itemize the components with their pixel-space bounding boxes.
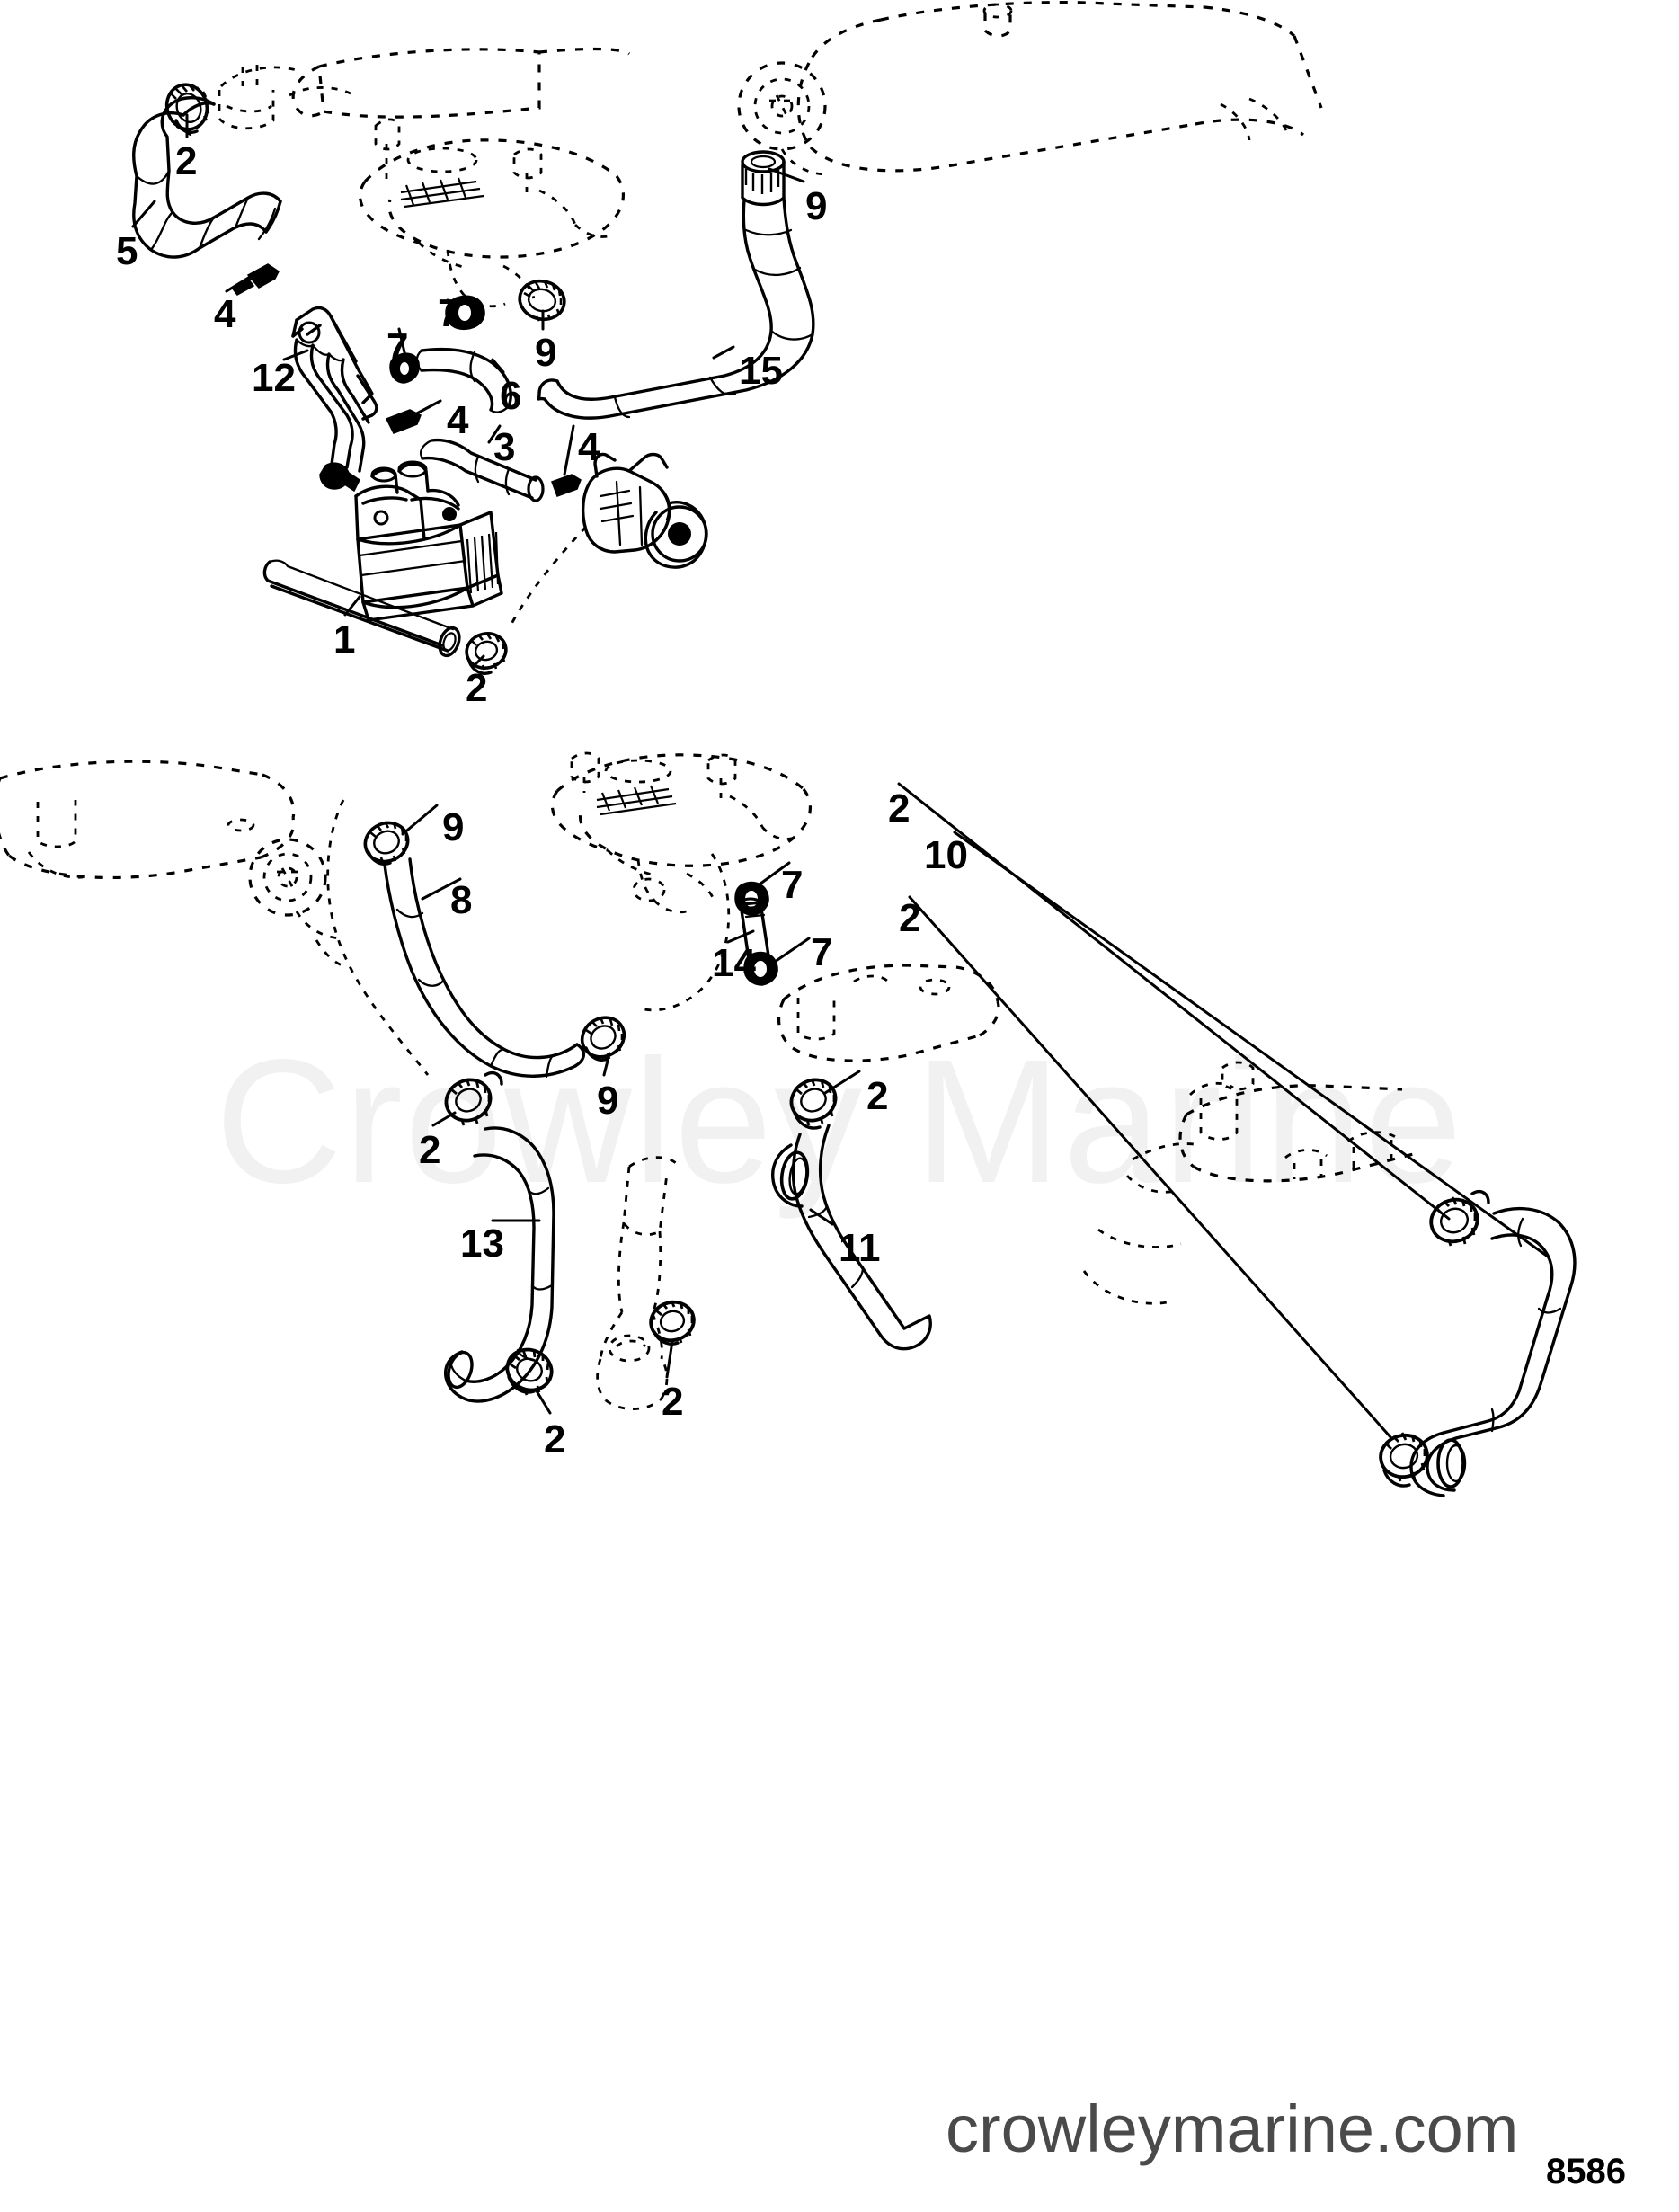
callout-7-lower2[interactable]: 7 xyxy=(811,930,833,974)
hose-clamp-part-2-bottom2 xyxy=(649,1300,696,1346)
callout-9-left[interactable]: 9 xyxy=(442,805,465,849)
hose-part-8 xyxy=(383,857,585,1079)
fuel-cooler-assembly xyxy=(354,460,503,622)
hose-part-5 xyxy=(132,96,282,259)
fitting-part-4-middle xyxy=(385,409,422,434)
callout-14[interactable]: 14 xyxy=(712,941,756,985)
hose-clamp-part-9-upper xyxy=(518,279,566,322)
footer-website-url[interactable]: crowleymarine.com xyxy=(946,2092,1519,2166)
hose-part-11 xyxy=(771,1124,932,1351)
hose-clamp-part-2-topleft xyxy=(164,83,210,137)
watermark-crowley-marine: Crowley Marine xyxy=(215,1023,1464,1220)
exhaust-elbow-lower-right-reference xyxy=(777,964,1000,1062)
hose-clamp-part-2-bottomright xyxy=(789,1078,838,1130)
hose-clamp-part-9-lowerleft xyxy=(363,821,410,866)
exhaust-elbow-lower-left-reference xyxy=(0,760,348,969)
callout-9-mid[interactable]: 9 xyxy=(597,1079,619,1123)
hose-clamp-part-2-middle xyxy=(465,632,508,675)
hose-clamp-part-2-right-upper xyxy=(1429,1189,1490,1247)
diagram-number: 8586 xyxy=(1546,2152,1626,2191)
callout-13[interactable]: 13 xyxy=(460,1221,504,1266)
callout-7-left[interactable]: 7 xyxy=(386,325,409,369)
hose-part-3 xyxy=(420,438,545,502)
hose-clamp-part-2-bottomleft xyxy=(444,1070,503,1126)
callout-5[interactable]: 5 xyxy=(116,229,138,273)
callout-2-bottom2[interactable]: 2 xyxy=(662,1380,684,1424)
callout-4-upper[interactable]: 4 xyxy=(214,292,236,336)
callout-15[interactable]: 15 xyxy=(739,349,783,393)
exhaust-manifold-upper-right-reference xyxy=(737,0,1323,176)
callout-2-mid[interactable]: 2 xyxy=(466,666,488,710)
fitting-part-4-upper xyxy=(230,263,280,296)
hose-part-6 xyxy=(415,347,512,413)
callout-4-mid[interactable]: 4 xyxy=(447,398,469,442)
leader-lines xyxy=(131,113,1550,1440)
pulley-flange-reference xyxy=(737,61,827,151)
hose-clamp-part-9-topright xyxy=(741,150,786,207)
hose-clamp-part-2-right-lower xyxy=(1379,1432,1429,1488)
callout-12[interactable]: 12 xyxy=(252,356,296,400)
pulley-flange-lower-reference xyxy=(248,838,327,917)
exhaust-pipe-right-reference xyxy=(1082,1061,1421,1305)
routing-line-pump-to-cooler xyxy=(507,526,588,630)
exhaust-elbow-upper-left-reference xyxy=(218,47,630,130)
intake-manifold-lower-reference xyxy=(550,751,813,914)
thermostat-housing-lower-reference xyxy=(596,1156,677,1410)
callout-2-right[interactable]: 2 xyxy=(888,786,911,831)
callout-2-topleft[interactable]: 2 xyxy=(175,139,198,183)
callout-2-botright[interactable]: 2 xyxy=(866,1074,889,1118)
hose-clamp-part-7-left xyxy=(389,352,421,384)
callout-11[interactable]: 11 xyxy=(839,1226,881,1270)
hose-clamp-part-7-lower-lower xyxy=(743,951,778,986)
callout-2-botleft[interactable]: 2 xyxy=(419,1128,441,1172)
routing-line-lower-left xyxy=(326,799,430,1076)
callout-3[interactable]: 3 xyxy=(493,425,516,469)
hose-part-15 xyxy=(537,196,815,420)
callout-6[interactable]: 6 xyxy=(500,374,522,418)
callout-8[interactable]: 8 xyxy=(450,878,473,922)
callout-2-bottom[interactable]: 2 xyxy=(544,1417,566,1461)
callout-9-upper[interactable]: 9 xyxy=(535,331,557,375)
callout-1[interactable]: 1 xyxy=(333,617,356,662)
intake-manifold-upper-reference xyxy=(358,118,626,308)
routing-line-lower-center xyxy=(639,853,731,1012)
callout-4-right[interactable]: 4 xyxy=(578,425,600,469)
callout-10[interactable]: 10 xyxy=(924,833,968,877)
callout-9-topright[interactable]: 9 xyxy=(805,184,828,228)
hose-part-12 xyxy=(291,306,378,493)
hose-part-10 xyxy=(1409,1206,1577,1497)
callout-2-lowright[interactable]: 2 xyxy=(899,896,921,940)
hose-part-1 xyxy=(262,559,461,658)
callout-7-mid[interactable]: 7 xyxy=(438,291,460,335)
fitting-part-4-right xyxy=(551,474,582,497)
hose-clamp-part-2-bottom xyxy=(505,1347,554,1396)
hose-clamp-part-9-mid xyxy=(580,1016,626,1062)
sea-water-pump-assembly xyxy=(581,452,708,569)
callout-7-lower[interactable]: 7 xyxy=(781,863,804,907)
